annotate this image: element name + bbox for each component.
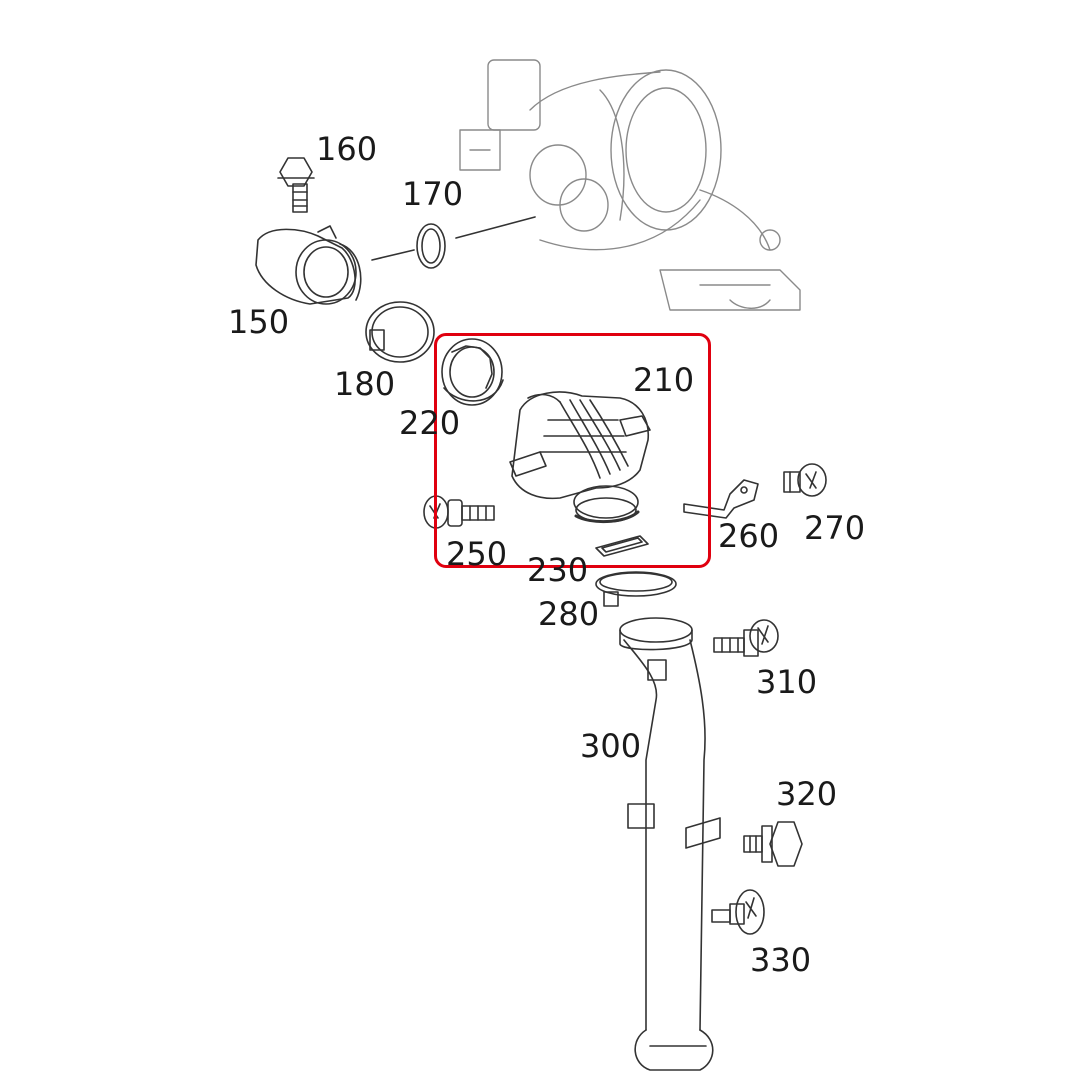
part-label-330[interactable]: 330 [750,941,812,979]
bolt-320-drawing [743,821,803,867]
leader-line [371,249,415,261]
throttle-housing-210-drawing [509,391,651,524]
sleeve-220-drawing [441,338,504,406]
part-label-280[interactable]: 280 [538,595,600,633]
part-label-320[interactable]: 320 [776,775,838,813]
leader-line [455,216,536,239]
bolt-310-drawing [713,619,779,657]
part-label-260[interactable]: 260 [718,517,780,555]
part-label-160[interactable]: 160 [316,130,378,168]
bolt-270-drawing [783,463,827,497]
part-label-170[interactable]: 170 [402,175,464,213]
bolt-160-drawing [277,157,315,213]
clamp-280-drawing [595,571,677,607]
part-label-270[interactable]: 270 [804,509,866,547]
part-label-250[interactable]: 250 [446,535,508,573]
bracket-260-drawing [683,479,759,519]
highlight-box-210 [434,333,711,568]
part-label-150[interactable]: 150 [228,303,290,341]
hose-150-drawing [255,225,362,305]
part-label-220[interactable]: 220 [399,404,461,442]
part-label-310[interactable]: 310 [756,663,818,701]
part-label-210[interactable]: 210 [633,361,695,399]
turbocharger-drawing [459,59,801,311]
part-label-230[interactable]: 230 [527,551,589,589]
part-label-180[interactable]: 180 [334,365,396,403]
bolt-330-drawing [711,889,765,935]
part-label-300[interactable]: 300 [580,727,642,765]
clamp-180-drawing [365,301,435,363]
gasket-230-drawing [595,535,649,557]
gasket-170-drawing [416,223,446,269]
pipe-300-drawing [619,617,721,1071]
